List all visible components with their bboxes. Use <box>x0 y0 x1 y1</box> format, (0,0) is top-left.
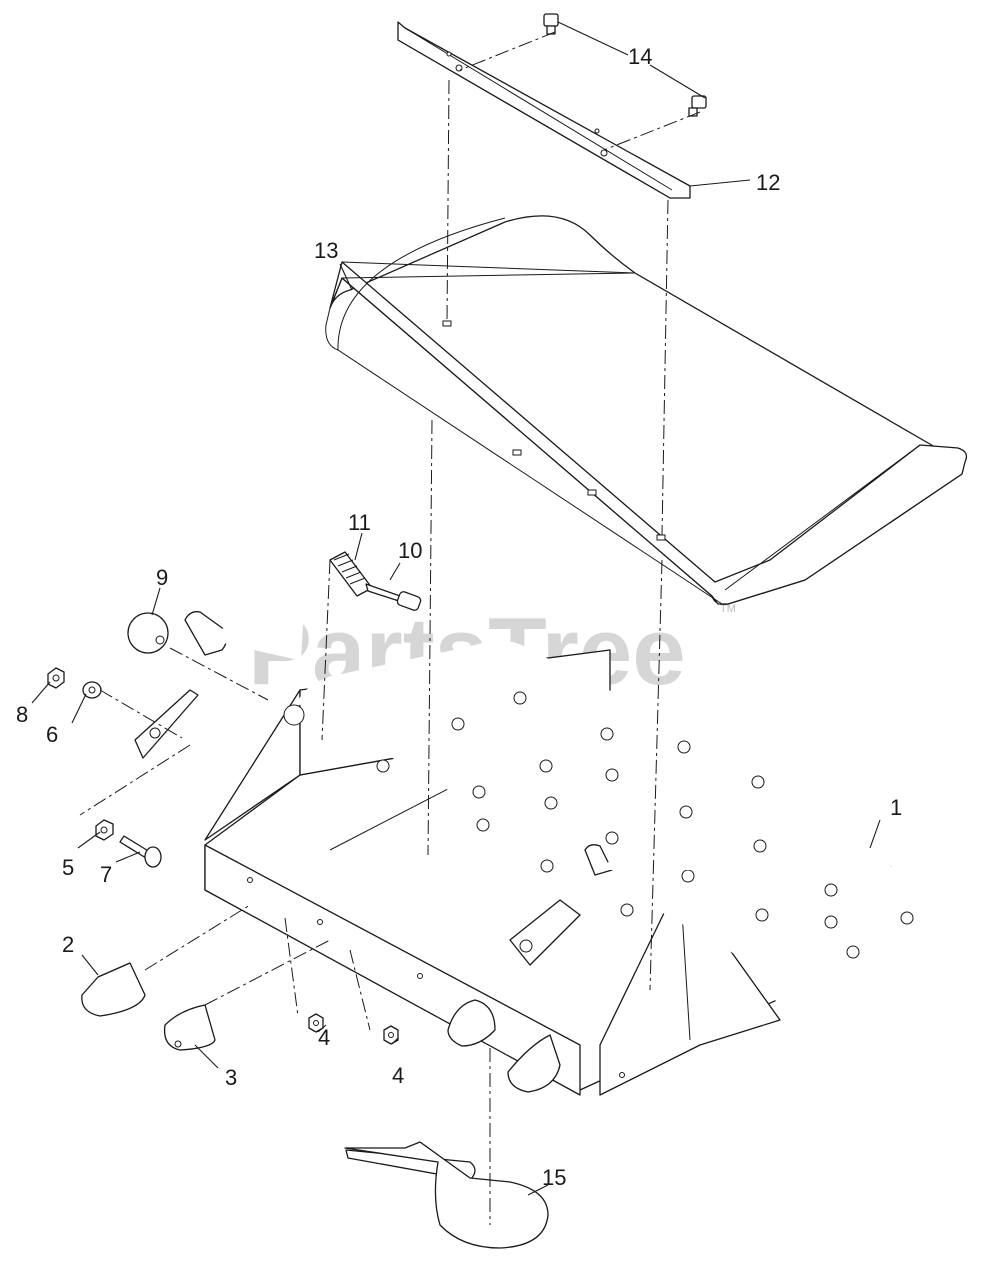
watermark-trademark: TM <box>720 603 736 615</box>
callout-11: 11 <box>348 510 371 535</box>
part-2-bumper[interactable] <box>81 962 146 1017</box>
callout-13: 13 <box>314 238 338 263</box>
callout-3: 3 <box>225 1065 237 1090</box>
callout-4a: 4 <box>318 1025 330 1050</box>
part-15-decal[interactable] <box>344 1141 549 1249</box>
part-10-pin[interactable] <box>365 583 422 611</box>
part-4-nut-b[interactable] <box>383 1025 399 1045</box>
callout-9: 9 <box>156 565 168 590</box>
part-7-bolt[interactable] <box>119 835 162 868</box>
callout-1: 1 <box>890 795 902 820</box>
part-6-washer[interactable] <box>82 681 102 699</box>
callout-14: 14 <box>628 44 652 69</box>
callout-8: 8 <box>16 702 28 727</box>
callout-12: 12 <box>756 170 780 195</box>
callout-labels: 1 2 3 4 4 5 6 7 8 9 10 11 12 13 14 15 <box>16 44 902 1190</box>
part-14-bolt-a[interactable] <box>543 13 559 35</box>
part-9-knob[interactable] <box>127 612 169 654</box>
part-13-floor-pan[interactable] <box>325 215 968 605</box>
callout-10: 10 <box>398 538 422 563</box>
callout-2: 2 <box>62 932 74 957</box>
callout-5: 5 <box>62 855 74 880</box>
part-5-nut[interactable] <box>95 819 114 841</box>
bumper-installed-b <box>507 1034 561 1093</box>
part-12-angle-bracket[interactable] <box>397 21 691 199</box>
callout-15: 15 <box>542 1165 566 1190</box>
callout-leaders <box>31 21 881 1196</box>
callout-4b: 4 <box>392 1063 404 1088</box>
part-14-bolt-b[interactable] <box>688 95 707 117</box>
part-11-spring[interactable] <box>329 551 373 597</box>
assembly-lines <box>79 31 701 1225</box>
part-8-nut[interactable] <box>47 667 65 689</box>
callout-7: 7 <box>100 862 112 887</box>
bumper-installed-a <box>447 999 496 1047</box>
callout-6: 6 <box>46 722 58 747</box>
part-3-bumper[interactable] <box>163 1004 216 1051</box>
